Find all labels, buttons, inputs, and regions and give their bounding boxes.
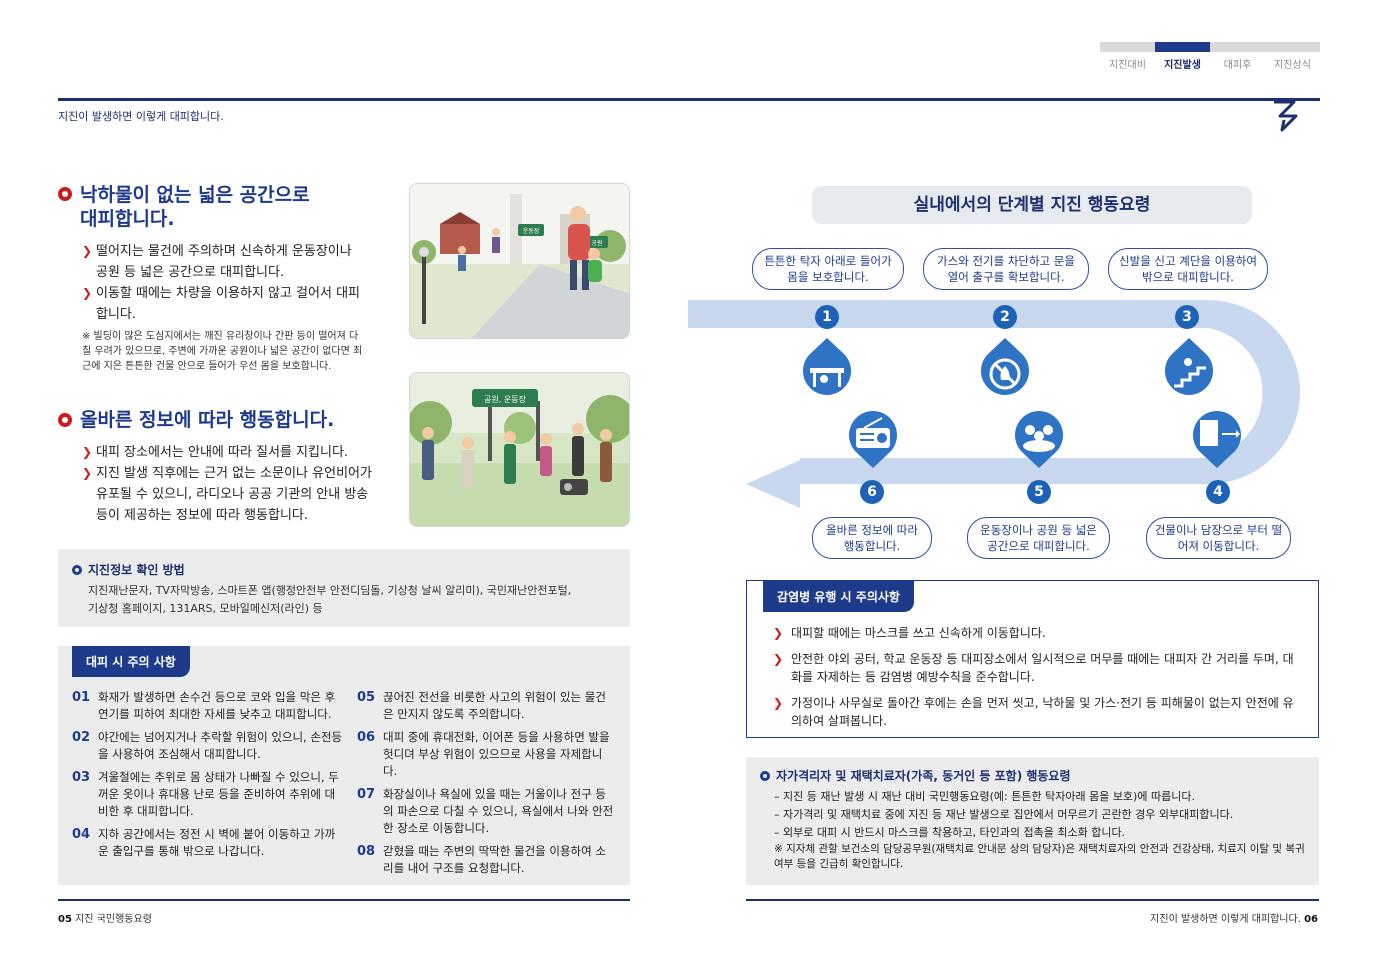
info-line: 기상청 홈페이지, 131ARS, 모바일메신저(라인) 등 bbox=[88, 602, 323, 615]
page-number-left: 05 bbox=[58, 914, 72, 925]
section-bullet-icon bbox=[58, 413, 72, 427]
epidemic-item: 안전한 야외 공터, 학교 운동장 등 대피장소에서 일시적으로 머무를 때에는… bbox=[773, 650, 1298, 686]
info-bullet-icon bbox=[72, 564, 82, 575]
lightning-bolt-icon bbox=[1274, 100, 1298, 132]
earthquake-info-box: 지진정보 확인 방법 지진재난문자, TV자막방송, 스마트폰 앱(행정안전부 … bbox=[58, 549, 630, 627]
epidemic-item: 가정이나 사무실로 돌아간 후에는 손을 먼저 씻고, 낙하물 및 가스·전기 … bbox=[773, 694, 1298, 730]
step-number-6: 6 bbox=[860, 480, 884, 504]
tab-after[interactable]: 대피후 bbox=[1223, 60, 1252, 71]
footer-rule-right bbox=[746, 899, 1319, 901]
table-icon bbox=[803, 338, 851, 395]
step-number-4: 4 bbox=[1206, 480, 1230, 504]
bullet-item: 떨어지는 물건에 주의하며 신속하게 운동장이나 공원 등 넓은 공간으로 대피… bbox=[82, 241, 362, 283]
epidemic-title: 감염병 유행 시 주의사항 bbox=[763, 581, 914, 612]
section-note: ※ 빌딩이 많은 도심지에서는 깨진 유리창이나 간판 등이 떨어져 다칠 우려… bbox=[82, 331, 363, 372]
tab-indicator-4 bbox=[1265, 42, 1320, 52]
step-box-6: 올바른 정보에 따라 행동합니다. bbox=[812, 517, 932, 559]
sign-park-playground: 공원, 운동장 bbox=[484, 394, 527, 404]
step-box-3: 신발을 신고 계단을 이용하여 밖으로 대피합니다. bbox=[1108, 248, 1268, 290]
diagram-title: 실내에서의 단계별 지진 행동요령 bbox=[812, 186, 1252, 224]
caution-title: 대피 시 주의 사항 bbox=[72, 646, 190, 677]
self-quarantine-note: ※ 지자체 관할 보건소의 담당공무원(재택치료 안내문 상의 담당자)은 재택… bbox=[774, 843, 1305, 870]
building-icon bbox=[1193, 411, 1241, 468]
self-quarantine-title: 자가격리자 및 재택치료자(가족, 동거인 등 포함) 행동요령 bbox=[776, 769, 1071, 783]
header-caption: 지진이 발생하면 이렇게 대피합니다. bbox=[58, 110, 224, 123]
step-box-2: 가스와 전기를 차단하고 문을 열어 출구를 확보합니다. bbox=[923, 248, 1089, 290]
stairs-icon bbox=[1165, 338, 1213, 395]
self-quarantine-item: – 자가격리 및 재택치료 중에 지진 등 재난 발생으로 집안에서 머무르기 … bbox=[774, 808, 1234, 821]
step-number-2: 2 bbox=[993, 305, 1017, 329]
epidemic-item: 대피할 때에는 마스크를 쓰고 신속하게 이동합니다. bbox=[773, 624, 1298, 642]
section-open-space: 낙하물이 없는 넓은 공간으로 대피합니다. 떨어지는 물건에 주의하며 신속하… bbox=[58, 183, 398, 374]
gas-off-icon bbox=[981, 338, 1029, 395]
tab-indicator-3 bbox=[1210, 42, 1265, 52]
evacuation-illustration: 운동장 공원 bbox=[409, 183, 630, 339]
step-number-3: 3 bbox=[1175, 305, 1199, 329]
radio-icon bbox=[849, 411, 897, 468]
bullet-item: 대피 장소에서는 안내에 따라 질서를 지킵니다. bbox=[82, 442, 372, 463]
step-flow-band bbox=[688, 300, 1300, 508]
section-correct-info: 올바른 정보에 따라 행동합니다. 대피 장소에서는 안내에 따라 질서를 지킵… bbox=[58, 408, 398, 526]
footer-left: 05 지진 국민행동요령 bbox=[58, 914, 152, 925]
footer-rule-left bbox=[58, 899, 630, 901]
info-bullet-icon bbox=[760, 770, 770, 781]
footer-right: 지진이 발생하면 이렇게 대피합니다. 06 bbox=[1150, 914, 1318, 925]
section-title: 올바른 정보에 따라 행동합니다. bbox=[80, 409, 335, 431]
self-quarantine-item: – 지진 등 재난 발생 시 재난 대비 국민행동요령(예: 튼튼한 탁자아래 … bbox=[774, 790, 1195, 803]
chapter-tabs: 지진대비 지진발생 대피후 지진상식 bbox=[1100, 42, 1320, 71]
info-title: 지진정보 확인 방법 bbox=[88, 563, 185, 577]
self-quarantine-box: 자가격리자 및 재택치료자(가족, 동거인 등 포함) 행동요령 – 지진 등 … bbox=[746, 757, 1319, 885]
header-rule bbox=[58, 98, 1320, 101]
step-box-4: 건물이나 담장으로 부터 떨어져 이동합니다. bbox=[1146, 517, 1291, 559]
info-line: 지진재난문자, TV자막방송, 스마트폰 앱(행정안전부 안전디딤돌, 기상청 … bbox=[88, 584, 572, 597]
tab-indicator-2 bbox=[1155, 42, 1210, 52]
step-number-1: 1 bbox=[815, 305, 839, 329]
bullet-item: 이동할 때에는 차량을 이용하지 않고 걸어서 대피합니다. bbox=[82, 283, 362, 325]
tab-common-knowledge[interactable]: 지진상식 bbox=[1274, 60, 1311, 71]
crowd-icon bbox=[1015, 411, 1063, 468]
step-number-5: 5 bbox=[1027, 480, 1051, 504]
sign-playground: 운동장 bbox=[523, 227, 540, 235]
epidemic-caution-box: 감염병 유행 시 주의사항 대피할 때에는 마스크를 쓰고 신속하게 이동합니다… bbox=[746, 580, 1319, 738]
assembly-illustration: 공원, 운동장 bbox=[409, 372, 630, 527]
section-title: 낙하물이 없는 넓은 공간으로 대피합니다. bbox=[80, 184, 310, 230]
sign-park: 공원 bbox=[591, 239, 602, 247]
self-quarantine-item: – 외부로 대피 시 반드시 마스크를 착용하고, 타인과의 접촉을 최소화 합… bbox=[774, 826, 1126, 839]
page-number-right: 06 bbox=[1304, 914, 1318, 925]
tab-prepare[interactable]: 지진대비 bbox=[1109, 60, 1146, 71]
step-box-1: 튼튼한 탁자 아래로 들어가 몸을 보호합니다. bbox=[752, 248, 904, 290]
section-bullet-icon bbox=[58, 187, 72, 201]
bullet-item: 지진 발생 직후에는 근거 없는 소문이나 유언비어가 유포될 수 있으니, 라… bbox=[82, 463, 372, 526]
tab-indicator-1 bbox=[1100, 42, 1155, 52]
step-box-5: 운동장이나 공원 등 넓은 공간으로 대피합니다. bbox=[967, 517, 1110, 559]
tab-occurrence[interactable]: 지진발생 bbox=[1164, 60, 1201, 71]
